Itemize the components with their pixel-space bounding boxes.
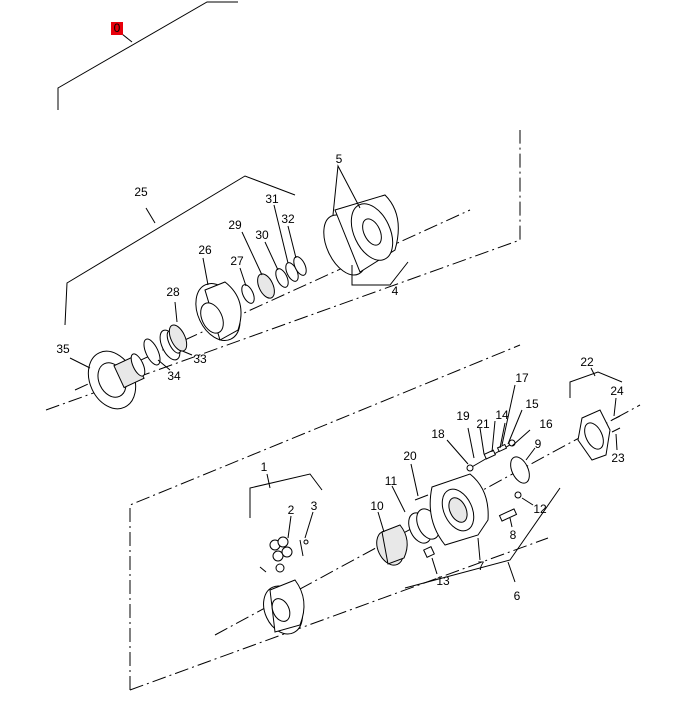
callout-25[interactable]: 25 (134, 185, 148, 199)
part-23-bolt[interactable] (611, 427, 621, 451)
callout-30[interactable]: 30 (255, 228, 269, 242)
part-10-coupler[interactable] (372, 511, 409, 569)
part-28-bearing[interactable] (166, 301, 191, 354)
part-26-drum[interactable] (187, 257, 249, 348)
callout-18[interactable]: 18 (431, 427, 445, 441)
bracket-6 (404, 487, 561, 589)
part-8-screw[interactable] (498, 508, 518, 528)
callout-5[interactable]: 5 (336, 152, 343, 166)
part-29-bearing[interactable] (241, 231, 278, 301)
part-5-carrier[interactable] (315, 164, 409, 286)
callout-21[interactable]: 21 (476, 417, 490, 431)
callout-26[interactable]: 26 (198, 243, 212, 257)
callout-0[interactable]: 0 (111, 21, 123, 35)
callout-15[interactable]: 15 (525, 397, 539, 411)
svg-text:0: 0 (114, 21, 121, 35)
part-9-oring[interactable] (507, 447, 536, 486)
bracket-1 (249, 473, 323, 518)
part-7-housing[interactable] (429, 473, 489, 561)
callout-24[interactable]: 24 (610, 384, 624, 398)
subassembly-frame-upper (45, 130, 521, 411)
part-22-cover[interactable] (577, 409, 611, 461)
callout-31[interactable]: 31 (265, 192, 279, 206)
valve-stack[interactable] (446, 384, 531, 472)
callout-13[interactable]: 13 (436, 574, 450, 588)
part-35-flange-hub[interactable] (69, 344, 148, 417)
part-34-snap-ring[interactable] (141, 337, 171, 371)
callout-32[interactable]: 32 (281, 212, 295, 226)
bracket-25 (64, 175, 296, 326)
callout-16[interactable]: 16 (539, 417, 553, 431)
part-30-ring[interactable] (264, 241, 291, 289)
callout-1[interactable]: 1 (261, 460, 268, 474)
callout-22[interactable]: 22 (580, 355, 594, 369)
callout-17[interactable]: 17 (515, 371, 529, 385)
callout-9[interactable]: 9 (535, 437, 542, 451)
callout-2[interactable]: 2 (288, 503, 295, 517)
callout-12[interactable]: 12 (533, 502, 547, 516)
callout-3[interactable]: 3 (311, 499, 318, 513)
callout-labels: 1 2 3 4 5 6 7 8 9 10 11 12 13 14 15 16 1… (56, 152, 625, 603)
part-20-pin[interactable] (410, 463, 429, 501)
callout-20[interactable]: 20 (403, 449, 417, 463)
callout-23[interactable]: 23 (611, 451, 625, 465)
part-1-hub-gear[interactable] (256, 566, 310, 640)
subassembly-frame-lower (129, 344, 549, 691)
callout-10[interactable]: 10 (370, 499, 384, 513)
callout-28[interactable]: 28 (166, 285, 180, 299)
assembly-bracket-top (57, 1, 238, 110)
callout-6[interactable]: 6 (514, 589, 521, 603)
callout-4[interactable]: 4 (392, 284, 399, 298)
callout-27[interactable]: 27 (230, 254, 244, 268)
callout-34[interactable]: 34 (167, 369, 181, 383)
callout-8[interactable]: 8 (510, 528, 517, 542)
callout-35[interactable]: 35 (56, 342, 70, 356)
callout-29[interactable]: 29 (228, 218, 242, 232)
part-27-washer[interactable] (239, 267, 257, 305)
part-32-ring[interactable] (287, 225, 309, 277)
part-12-nut[interactable] (514, 491, 534, 506)
part-3-pins[interactable] (299, 511, 314, 557)
callout-33[interactable]: 33 (193, 352, 207, 366)
callout-14[interactable]: 14 (495, 408, 509, 422)
part-24-bolt[interactable] (611, 397, 621, 421)
part-13-plug[interactable] (423, 546, 438, 575)
callout-7[interactable]: 7 (478, 559, 485, 573)
callout-19[interactable]: 19 (456, 409, 470, 423)
bracket-22 (569, 367, 623, 398)
callout-11[interactable]: 11 (385, 474, 398, 488)
part-2-plugs[interactable] (269, 515, 293, 573)
